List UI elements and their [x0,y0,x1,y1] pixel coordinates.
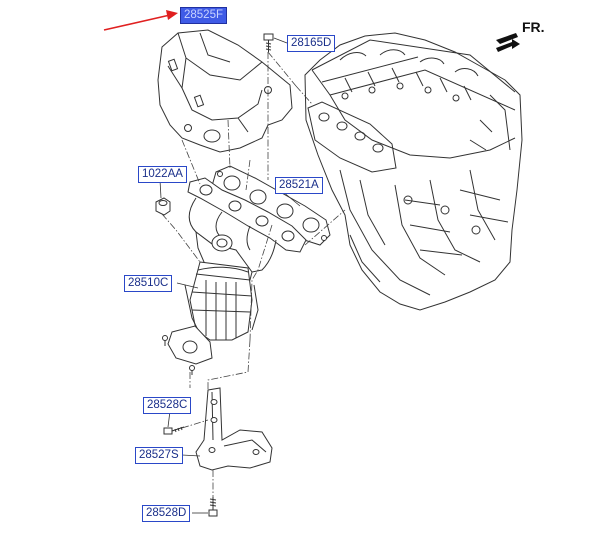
engine-block [304,32,523,311]
part-label-28528D[interactable]: 28528D [142,505,191,522]
part-label-28528C[interactable]: 28528C [143,397,192,414]
manifold-catalyst-28510C [162,177,307,375]
part-label-28521A[interactable]: 28521A [275,177,323,194]
bolt-28528D [208,497,218,517]
bracket-28527S [195,387,273,471]
front-direction-label: FR. [522,19,545,35]
part-label-1022AA[interactable]: 1022AA [138,166,187,183]
part-label-28527S[interactable]: 28527S [135,447,183,464]
pointer-arrow [103,10,178,31]
bolt-28528C [163,426,185,435]
alignment-lines [161,51,346,497]
front-direction-arrow-icon [496,33,520,52]
part-label-28165D[interactable]: 28165D [287,35,336,52]
part-label-28525F[interactable]: 28525F [180,7,228,24]
part-label-28510C[interactable]: 28510C [124,275,173,292]
heat-protector-28525F [157,29,293,153]
gasket-28521A [211,165,331,246]
nut-1022AA [155,197,171,216]
bolt-28165D [263,33,274,52]
